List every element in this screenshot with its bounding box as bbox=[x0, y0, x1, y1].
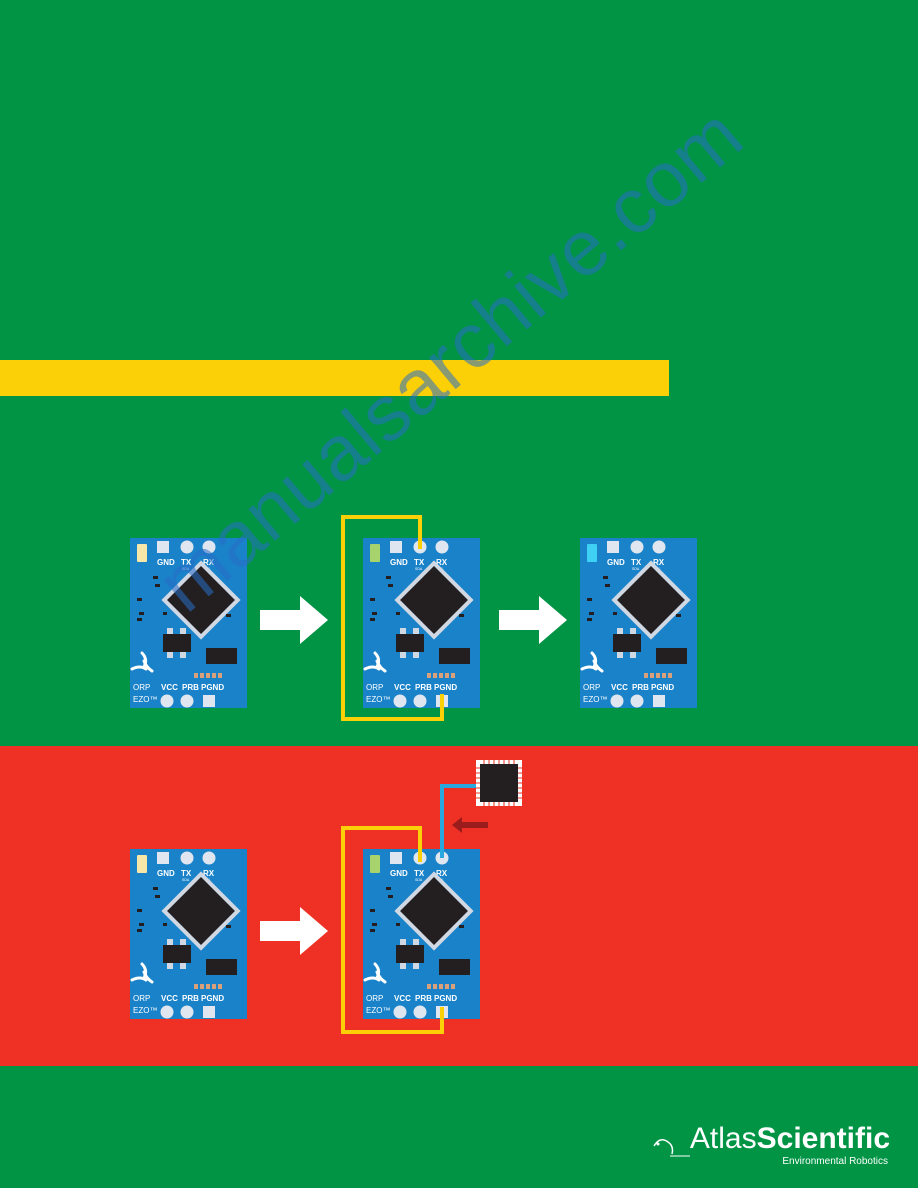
ezo-board-graphic: GND TX SDA RX SCL bbox=[363, 538, 480, 708]
svg-text:PRB: PRB bbox=[415, 683, 432, 692]
right-arrow-icon bbox=[260, 596, 328, 644]
svg-text:SDA: SDA bbox=[632, 567, 640, 571]
right-arrow-icon bbox=[499, 596, 567, 644]
svg-text:PRB: PRB bbox=[632, 683, 649, 692]
yellow-title-stripe bbox=[0, 360, 669, 396]
ezo-board-graphic: GND TX SDA RX SCL bbox=[363, 849, 480, 1019]
svg-text:GND: GND bbox=[157, 869, 175, 878]
svg-text:TX: TX bbox=[181, 869, 192, 878]
svg-text:VCC: VCC bbox=[611, 683, 628, 692]
atlas-scientific-logo: AtlasScientific Environmental Robotics bbox=[650, 1122, 890, 1167]
logo-atlas: Atlas bbox=[689, 1122, 757, 1155]
svg-text:SDA: SDA bbox=[415, 878, 423, 882]
svg-text:GND: GND bbox=[607, 558, 625, 567]
svg-text:VCC: VCC bbox=[394, 683, 411, 692]
logo-tagline: Environmental Robotics bbox=[782, 1156, 888, 1167]
jumper-wire bbox=[341, 515, 444, 721]
svg-text:GND: GND bbox=[157, 558, 175, 567]
ezo-board-1: GND TX SDA RX SCL bbox=[130, 538, 247, 708]
svg-text:ORP: ORP bbox=[366, 683, 383, 692]
logo-wordmark: AtlasScientific bbox=[690, 1122, 890, 1156]
svg-text:PGND: PGND bbox=[201, 994, 224, 1003]
ezo-board-2: GND TX SDA RX SCL bbox=[363, 538, 480, 708]
svg-text:VCC: VCC bbox=[161, 683, 178, 692]
svg-text:PRB: PRB bbox=[182, 683, 199, 692]
svg-text:ORP: ORP bbox=[366, 994, 383, 1003]
svg-text:PGND: PGND bbox=[434, 994, 457, 1003]
svg-text:EZO™: EZO™ bbox=[366, 695, 390, 704]
svg-text:TX: TX bbox=[181, 558, 192, 567]
svg-text:RX: RX bbox=[203, 869, 215, 878]
svg-text:PGND: PGND bbox=[201, 683, 224, 692]
svg-text:SDA: SDA bbox=[415, 567, 423, 571]
svg-text:VCC: VCC bbox=[394, 994, 411, 1003]
ezo-board-graphic: GND TX SDA RX SCL bbox=[580, 538, 697, 708]
svg-text:SDA: SDA bbox=[182, 567, 190, 571]
ezo-board-5: GND TX SDA RX SCL bbox=[363, 849, 480, 1019]
svg-text:TX: TX bbox=[414, 558, 425, 567]
right-arrow-icon bbox=[260, 907, 328, 955]
svg-text:EZO™: EZO™ bbox=[366, 1006, 390, 1015]
svg-text:EZO™: EZO™ bbox=[583, 695, 607, 704]
svg-text:EZO™: EZO™ bbox=[133, 1006, 157, 1015]
logo-scientific: Scientific bbox=[756, 1122, 890, 1155]
svg-text:ORP: ORP bbox=[583, 683, 600, 692]
svg-text:GND: GND bbox=[390, 558, 408, 567]
svg-text:PRB: PRB bbox=[182, 994, 199, 1003]
ezo-board-graphic: GND TX SDA RX SCL bbox=[130, 538, 247, 708]
svg-text:TX: TX bbox=[414, 869, 425, 878]
svg-text:RX: RX bbox=[653, 558, 665, 567]
jumper-wire bbox=[341, 826, 444, 1034]
ezo-board-3: GND TX SDA RX SCL bbox=[580, 538, 697, 708]
rx-data-wire bbox=[440, 784, 482, 858]
svg-text:RX: RX bbox=[436, 869, 448, 878]
svg-text:ORP: ORP bbox=[133, 994, 150, 1003]
svg-text:PGND: PGND bbox=[434, 683, 457, 692]
microcontroller-chip-icon bbox=[476, 760, 522, 806]
svg-text:TX: TX bbox=[631, 558, 642, 567]
svg-text:VCC: VCC bbox=[161, 994, 178, 1003]
svg-text:RX: RX bbox=[436, 558, 448, 567]
svg-text:SDA: SDA bbox=[182, 878, 190, 882]
ezo-board-4: GND TX SDA RX SCL bbox=[130, 849, 247, 1019]
svg-text:EZO™: EZO™ bbox=[133, 695, 157, 704]
svg-text:PGND: PGND bbox=[651, 683, 674, 692]
svg-text:ORP: ORP bbox=[133, 683, 150, 692]
left-arrow-icon bbox=[452, 817, 488, 833]
svg-text:GND: GND bbox=[390, 869, 408, 878]
ezo-board-graphic: GND TX SDA RX SCL bbox=[130, 849, 247, 1019]
seahorse-logo-icon bbox=[653, 1139, 690, 1157]
svg-text:RX: RX bbox=[203, 558, 215, 567]
svg-text:PRB: PRB bbox=[415, 994, 432, 1003]
